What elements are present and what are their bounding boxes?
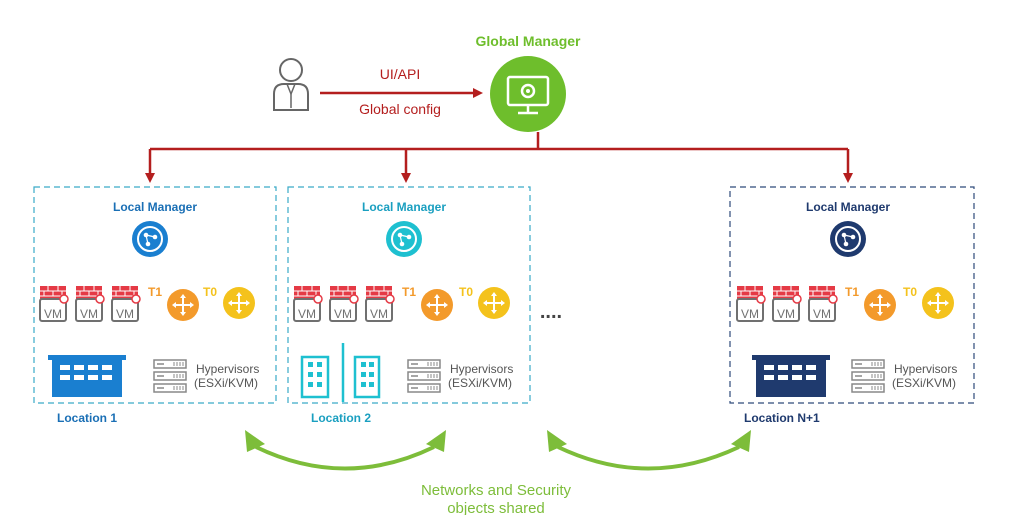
local-manager-label: Local Manager (362, 200, 446, 214)
hypervisors-label: Hypervisors (196, 362, 259, 376)
vm-firewall-icon: VM (808, 285, 838, 322)
vm-firewall-icon: VM (329, 285, 359, 322)
datacenter-building-icon (752, 355, 830, 397)
office-towers-icon (300, 343, 381, 402)
location-1-box: Local Manager VM VM VM T1 T0 (33, 186, 277, 404)
t0-label: T0 (459, 285, 473, 299)
hypervisors-sub-label: (ESXi/KVM) (892, 376, 956, 390)
shared-caption-line2: objects shared (447, 500, 545, 515)
t1-label: T1 (845, 285, 859, 299)
t0-label: T0 (203, 285, 217, 299)
svg-text:VM: VM (334, 307, 352, 321)
datacenter-building-icon (48, 355, 126, 397)
t1-label: T1 (148, 285, 162, 299)
location-1-label: Location 1 (57, 411, 117, 425)
location-2-box: Local Manager VM VM VM T1 T0 (287, 186, 531, 404)
location-2-label: Location 2 (311, 411, 371, 425)
hypervisor-icon (153, 359, 187, 393)
local-manager-icon (830, 221, 866, 257)
vm-firewall-icon: VM (293, 285, 323, 322)
global-config-label: Global config (359, 101, 441, 117)
svg-text:VM: VM (777, 307, 795, 321)
user-icon (273, 58, 309, 111)
ui-api-label: UI/API (380, 66, 420, 82)
global-manager-title: Global Manager (475, 33, 581, 49)
local-manager-icon (132, 221, 168, 257)
hypervisors-sub-label: (ESXi/KVM) (448, 376, 512, 390)
t0-router-icon (478, 287, 510, 319)
hypervisors-label: Hypervisors (894, 362, 957, 376)
hypervisor-icon (851, 359, 885, 393)
t1-label: T1 (402, 285, 416, 299)
svg-text:VM: VM (741, 307, 759, 321)
t0-router-icon (223, 287, 255, 319)
vm-firewall-icon: VM (736, 285, 766, 322)
svg-text:VM: VM (813, 307, 831, 321)
svg-text:VM: VM (80, 307, 98, 321)
t0-router-icon (922, 287, 954, 319)
t1-router-icon (421, 289, 453, 321)
svg-text:VM: VM (44, 307, 62, 321)
location-n1-label: Location N+1 (744, 411, 820, 425)
shared-caption-line1: Networks and Security (421, 482, 572, 499)
hypervisor-icon (407, 359, 441, 393)
local-manager-icon (386, 221, 422, 257)
t1-router-icon (167, 289, 199, 321)
local-manager-label: Local Manager (113, 200, 197, 214)
location-n1-box: Local Manager VM VM VM T1 T0 (729, 186, 975, 404)
global-manager-icon (490, 56, 566, 132)
vm-firewall-icon: VM (75, 285, 105, 322)
t1-router-icon (864, 289, 896, 321)
hypervisors-sub-label: (ESXi/KVM) (194, 376, 258, 390)
shared-arrow-right (547, 430, 751, 471)
vm-firewall-icon: VM (365, 285, 395, 322)
vm-firewall-icon: VM (39, 285, 69, 322)
svg-text:VM: VM (116, 307, 134, 321)
vm-firewall-icon: VM (111, 285, 141, 322)
global-distribution-lines (145, 132, 853, 183)
t0-label: T0 (903, 285, 917, 299)
local-manager-label: Local Manager (806, 200, 890, 214)
shared-arrow-left (245, 430, 446, 471)
ellipsis: .... (540, 301, 562, 323)
svg-text:VM: VM (298, 307, 316, 321)
svg-text:VM: VM (370, 307, 388, 321)
vm-firewall-icon: VM (772, 285, 802, 322)
hypervisors-label: Hypervisors (450, 362, 513, 376)
